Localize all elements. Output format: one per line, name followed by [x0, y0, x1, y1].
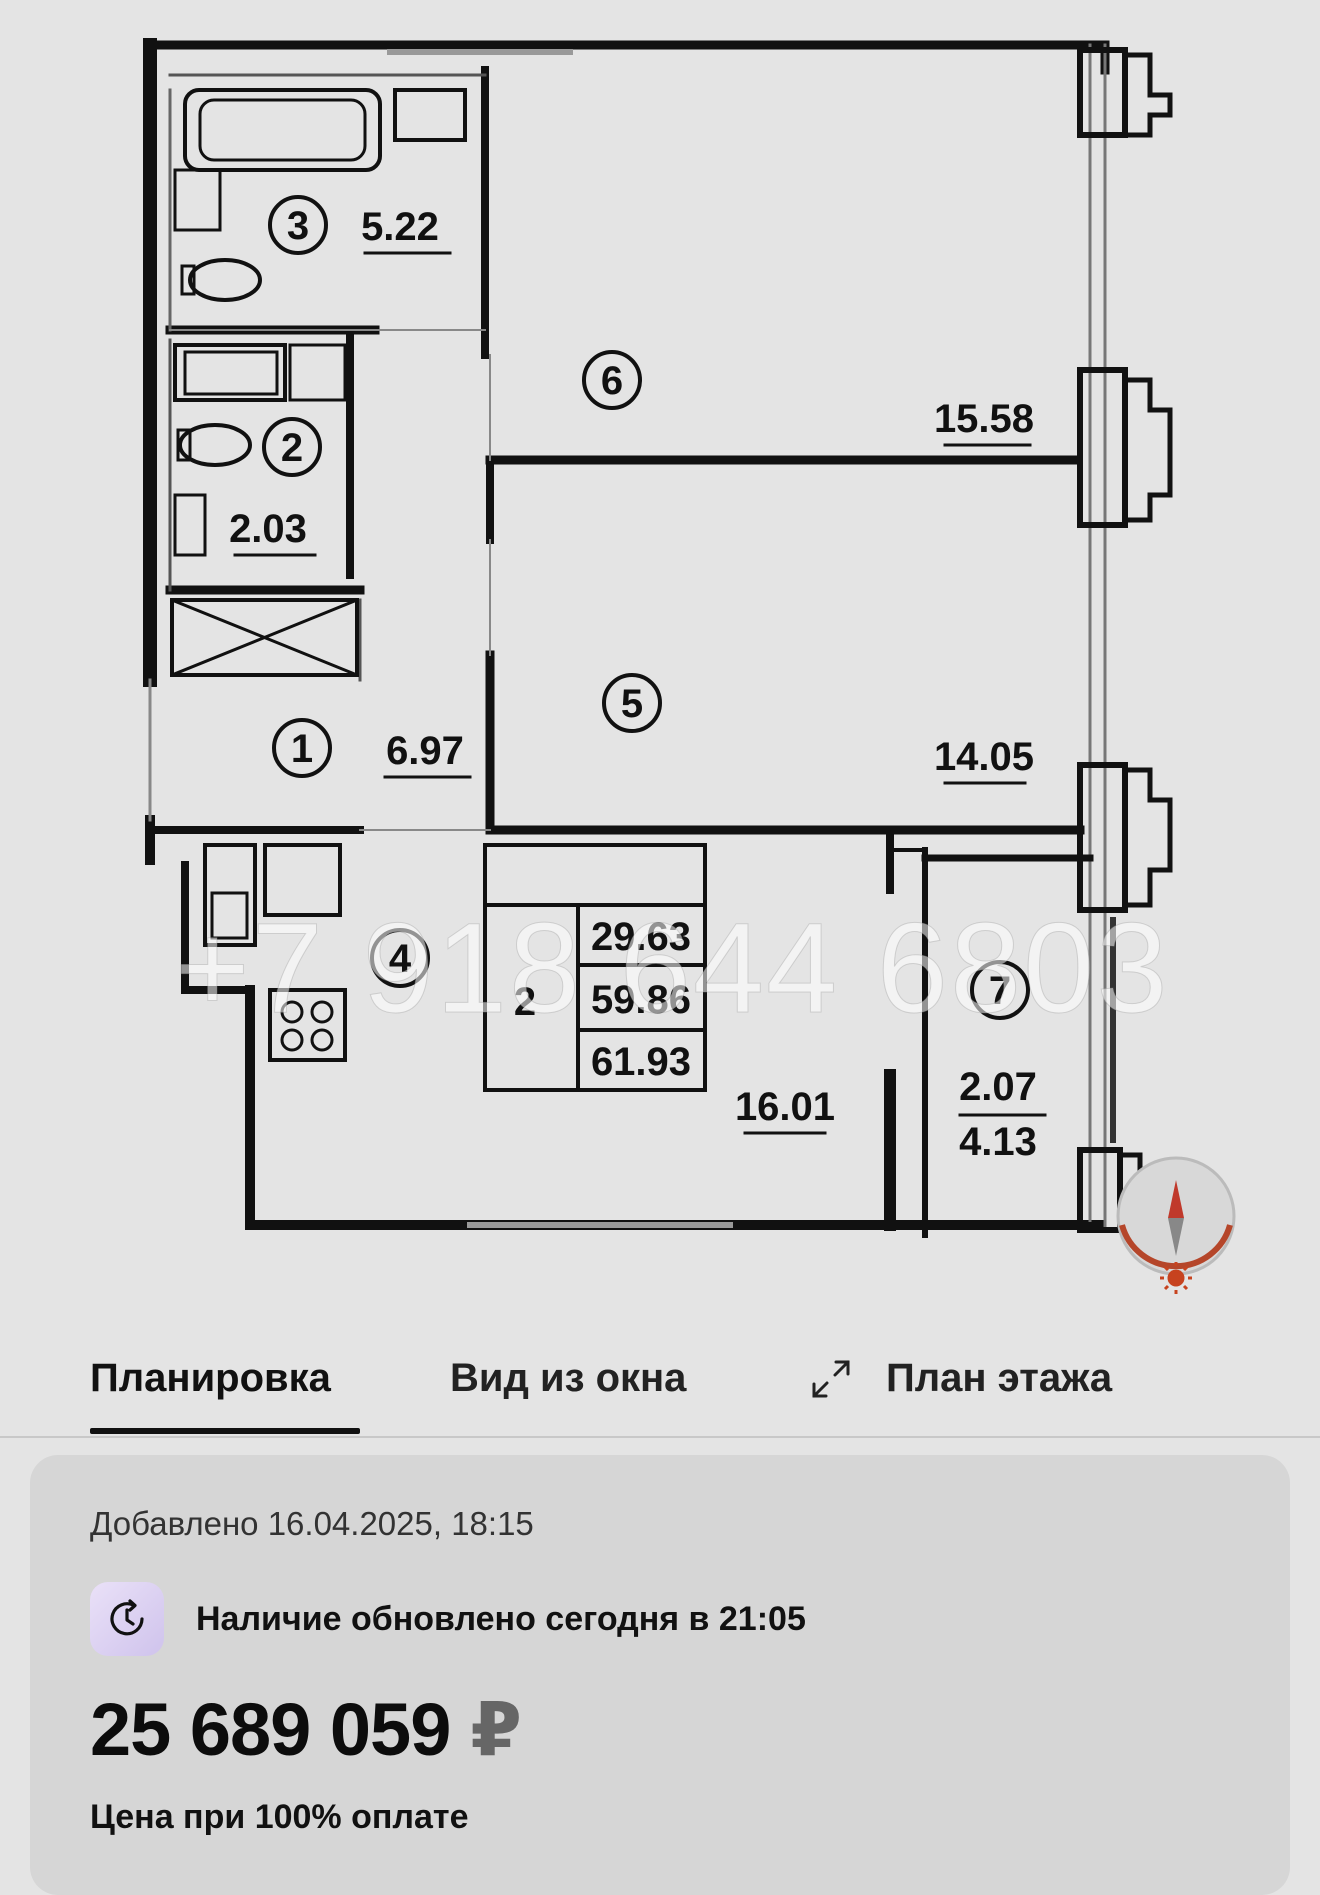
summary-rooms-count: 2 — [514, 980, 536, 1024]
currency-symbol: ₽ — [470, 1688, 521, 1771]
price-value: 25 689 059 — [90, 1688, 451, 1771]
view-tabs: Планировка Вид из окна План этажа — [0, 1340, 1320, 1438]
room-area-3: 5.22 — [361, 205, 439, 249]
expand-icon[interactable] — [808, 1356, 854, 1402]
active-tab-indicator — [90, 1428, 360, 1434]
price: 25 689 059₽ — [90, 1687, 522, 1773]
room-area-6: 15.58 — [934, 397, 1034, 441]
room-area-4: 16.01 — [735, 1085, 835, 1129]
room-area-2: 2.03 — [229, 507, 307, 551]
summary-total-area-balcony: 61.93 — [591, 1040, 691, 1084]
room-area-1: 6.97 — [386, 729, 464, 773]
room-number-6: 6 — [601, 359, 623, 403]
room-number-5: 5 — [621, 682, 643, 726]
room-area-7-alt: 4.13 — [959, 1120, 1037, 1164]
summary-living-area: 29.63 — [591, 915, 691, 959]
phone-watermark: +7 918 644 6803 — [175, 897, 1170, 1041]
floor-plan-drawing: 3 5.22 2 2.03 6 15.58 5 14.05 1 6.97 4 1… — [143, 38, 1236, 1294]
clock-refresh-icon — [90, 1582, 164, 1656]
room-number-7: 7 — [989, 969, 1011, 1013]
availability-status: Наличие обновлено сегодня в 21:05 — [196, 1600, 806, 1638]
listing-info-card: Добавлено 16.04.2025, 18:15 Наличие обно… — [30, 1455, 1290, 1895]
summary-total-area: 59.86 — [591, 978, 691, 1022]
room-number-4: 4 — [389, 937, 412, 981]
price-note: Цена при 100% оплате — [90, 1798, 469, 1836]
compass-icon[interactable] — [1116, 1156, 1236, 1276]
room-area-5: 14.05 — [934, 735, 1034, 779]
room-number-3: 3 — [287, 204, 309, 248]
tab-layout[interactable]: Планировка — [90, 1356, 331, 1400]
added-date: Добавлено 16.04.2025, 18:15 — [90, 1505, 534, 1542]
tab-floor-plan[interactable]: План этажа — [886, 1356, 1113, 1400]
room-number-1: 1 — [291, 727, 313, 771]
room-number-2: 2 — [281, 426, 303, 470]
floor-plan[interactable]: 3 5.22 2 2.03 6 15.58 5 14.05 1 6.97 4 1… — [0, 0, 1320, 1310]
tab-window-view[interactable]: Вид из окна — [450, 1356, 687, 1400]
sun-icon — [1160, 1262, 1192, 1294]
room-area-7: 2.07 — [959, 1065, 1037, 1109]
